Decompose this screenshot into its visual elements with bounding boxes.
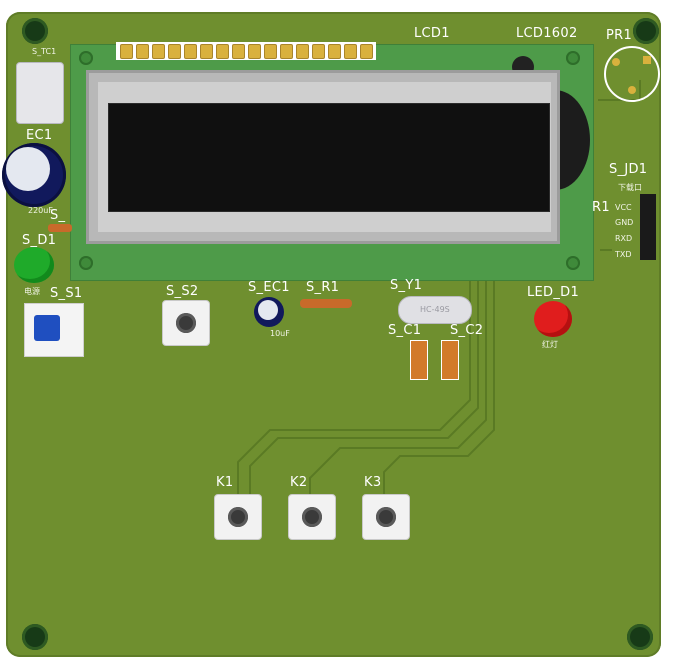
header-pin-label: RXD <box>615 234 633 243</box>
lcd-pin <box>152 44 165 59</box>
s-c2-label: S_C2 <box>450 323 484 338</box>
s-s2-label: S_S2 <box>166 284 199 299</box>
mounting-hole-top-left <box>22 18 48 44</box>
header-pin-label: VCC <box>615 203 632 212</box>
k3-label: K3 <box>364 475 382 490</box>
s-r1-label: S_R1 <box>306 280 340 295</box>
mounting-hole-top-right <box>633 18 659 44</box>
lcd-pin <box>216 44 229 59</box>
s-y1-value: HC-49S <box>420 305 450 314</box>
key-k2-button[interactable] <box>288 494 336 540</box>
k1-label: K1 <box>216 475 234 490</box>
s-d1-note: 电源 <box>24 287 40 296</box>
lcd-pin <box>312 44 325 59</box>
k2-label: K2 <box>290 475 308 490</box>
header-pin-label: GND <box>615 218 634 227</box>
key-k3-cap[interactable] <box>376 507 396 527</box>
usb-connector <box>16 62 64 124</box>
s-ec1-capacitor-top <box>258 300 278 320</box>
pr1-pad <box>628 86 636 94</box>
led-d1-label: LED_D1 <box>527 285 580 300</box>
lcd-pin <box>280 44 293 59</box>
header-pin-label: TXD <box>615 250 632 259</box>
s-c2-capacitor <box>441 340 459 380</box>
lcd-part-label: LCD1602 <box>516 26 578 41</box>
s-jd1-label: S_JD1 <box>609 162 648 177</box>
lcd-pin <box>344 44 357 59</box>
mounting-hole-bottom-left <box>22 624 48 650</box>
s-s1-label: S_S1 <box>50 286 83 301</box>
lcd-pin-header <box>116 42 376 60</box>
green-led <box>14 247 54 283</box>
s-jd1-note: 下载口 <box>618 183 642 192</box>
usb-label: S_TC1 <box>32 47 57 56</box>
lcd-ref-label: LCD1 <box>414 26 450 41</box>
s-ec1-label: S_EC1 <box>248 280 290 295</box>
led-d1-note: 红灯 <box>542 340 558 349</box>
key-k1-button[interactable] <box>214 494 262 540</box>
ec1-label: EC1 <box>26 128 53 143</box>
lcd-pin <box>200 44 213 59</box>
pr1-pad <box>643 56 651 64</box>
power-switch-knob[interactable] <box>34 315 60 341</box>
crystal <box>398 296 472 324</box>
lcd-mount-hole <box>79 256 93 270</box>
lcd-pin <box>248 44 261 59</box>
pr1-pad <box>612 58 620 66</box>
key-k2-cap[interactable] <box>302 507 322 527</box>
lcd-pin <box>232 44 245 59</box>
lcd-pin <box>360 44 373 59</box>
small-resistor <box>48 224 72 232</box>
lcd-pin <box>264 44 277 59</box>
lcd-pin <box>328 44 341 59</box>
small-resistor-label: S_ <box>50 208 66 223</box>
reset-button[interactable] <box>162 300 210 346</box>
s-c1-label: S_C1 <box>388 323 422 338</box>
r1-label: R1 <box>592 200 610 215</box>
key-k1-cap[interactable] <box>228 507 248 527</box>
red-led <box>534 301 572 337</box>
lcd-mount-hole <box>566 51 580 65</box>
lcd-pin <box>296 44 309 59</box>
s-c1-capacitor <box>410 340 428 380</box>
s-y1-label: S_Y1 <box>390 278 423 293</box>
lcd-screen <box>108 103 550 212</box>
s-r1-resistor <box>300 299 352 308</box>
key-k3-button[interactable] <box>362 494 410 540</box>
lcd-pin <box>168 44 181 59</box>
lcd-mount-hole <box>566 256 580 270</box>
ec1-capacitor-top <box>6 147 50 191</box>
lcd-pin <box>120 44 133 59</box>
ec1-value: 220uF <box>28 206 53 215</box>
pr1-label: PR1 <box>606 28 633 43</box>
pr1-potentiometer <box>604 46 660 102</box>
download-header <box>640 194 656 260</box>
s-d1-label: S_D1 <box>22 233 57 248</box>
lcd-pin <box>184 44 197 59</box>
mounting-hole-bottom-right <box>627 624 653 650</box>
lcd-mount-hole <box>79 51 93 65</box>
lcd-pin <box>136 44 149 59</box>
s-ec1-value: 10uF <box>270 329 290 338</box>
reset-button-cap[interactable] <box>176 313 196 333</box>
